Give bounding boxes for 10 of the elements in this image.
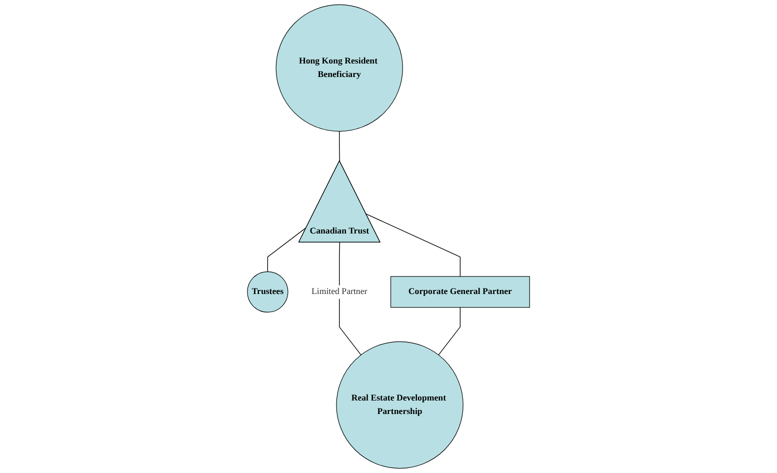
edge-label: Limited Partner xyxy=(312,287,368,296)
connector xyxy=(267,227,307,272)
connector xyxy=(339,130,340,162)
connector xyxy=(438,307,461,356)
node-circle: Real Estate Development Partnership xyxy=(336,341,464,469)
node-circle: Hong Kong Resident Beneficiary xyxy=(276,4,403,132)
connector xyxy=(366,214,461,277)
connector xyxy=(339,242,362,356)
node-box: Corporate General Partner xyxy=(390,276,530,308)
node-circle: Trustees xyxy=(247,271,288,312)
